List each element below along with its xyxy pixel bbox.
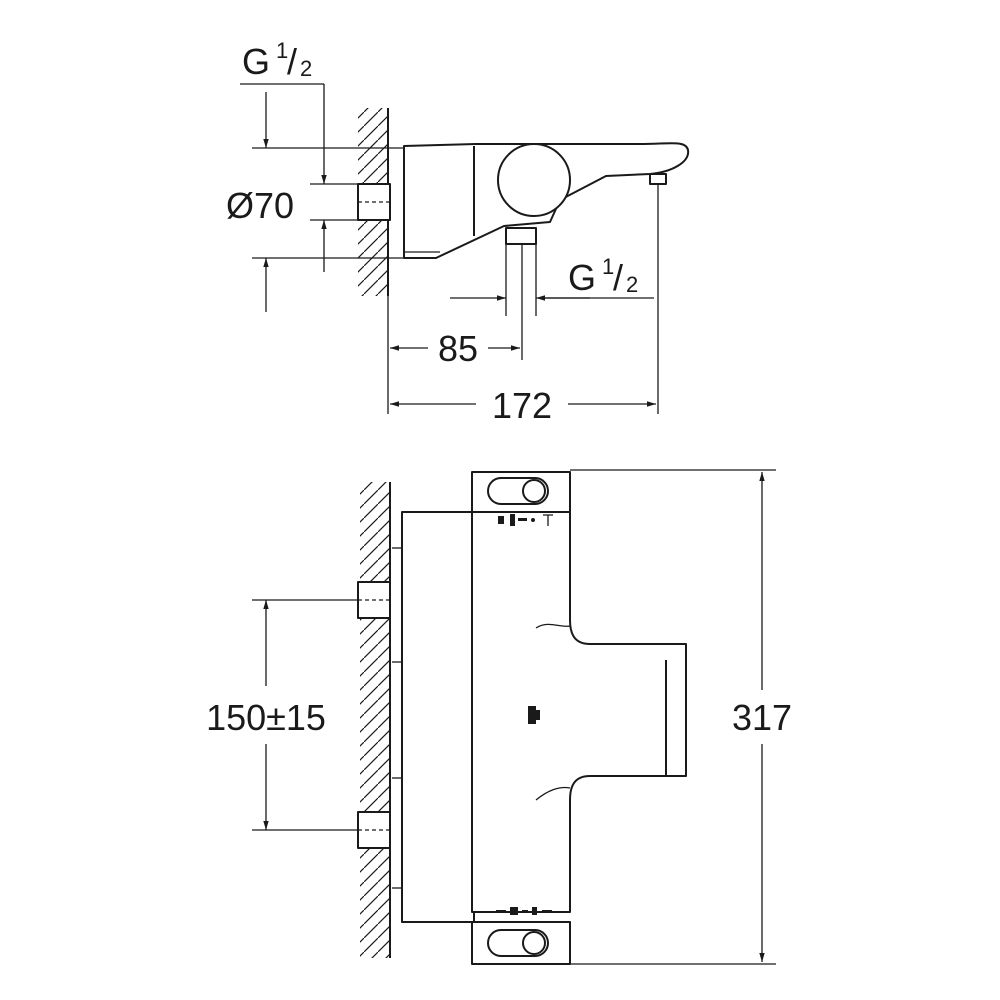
mixer-body-side [403, 142, 690, 259]
side-view: G 1 / 2 Ø70 G 1 / 2 [226, 38, 690, 426]
projection-depth-dimension: 172 [390, 184, 659, 426]
projection-depth-label: 172 [492, 385, 552, 426]
overall-height-dimension: 317 [570, 469, 792, 965]
outlet-thread-numerator: 1 [602, 254, 614, 279]
wall-section-front [360, 482, 391, 958]
inlet-fitting-side [357, 183, 391, 221]
outlet-thread-dimension: G 1 / 2 [450, 244, 654, 316]
mixer-housing-front [392, 511, 475, 923]
inlet-thread-dimension: G 1 / 2 [240, 38, 327, 272]
inlet-spacing-dimension: 150±15 [206, 599, 358, 831]
inlet-thread-main: G [242, 41, 270, 82]
outlet-thread-denominator: 2 [626, 272, 638, 297]
inlet-thread-numerator: 1 [276, 38, 288, 63]
front-view: 150±15 317 [206, 469, 792, 965]
svg-text:/: / [287, 41, 297, 82]
outlet-thread-main: G [568, 257, 596, 298]
inlet-thread-denominator: 2 [300, 56, 312, 81]
outlet-distance-label: 85 [438, 328, 478, 369]
outlet-distance-dimension: 85 [387, 244, 523, 414]
escutcheon-diameter-dimension: Ø70 [226, 92, 404, 312]
escutcheon-diameter-label: Ø70 [226, 185, 294, 226]
inlet-fittings-front [357, 581, 391, 849]
mixer-body-front [471, 509, 687, 913]
overall-height-label: 317 [732, 697, 792, 738]
flow-handle-top [471, 471, 571, 526]
svg-text:/: / [613, 257, 623, 298]
inlet-spacing-label: 150±15 [206, 697, 326, 738]
temperature-handle-bottom [471, 907, 571, 965]
